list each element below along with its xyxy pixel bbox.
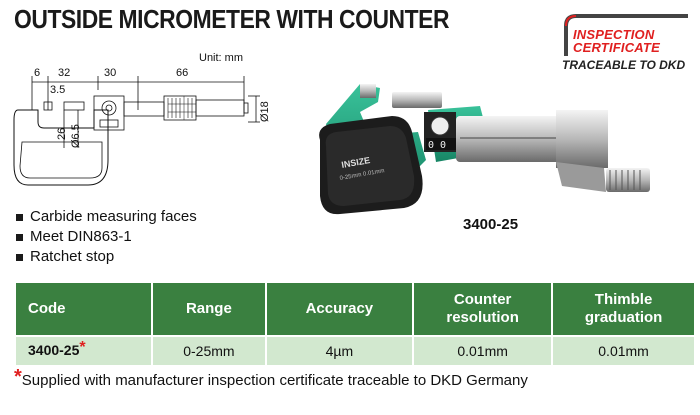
feature-text: Carbide measuring faces: [30, 208, 197, 225]
footnote: *Supplied with manufacturer inspection c…: [14, 366, 528, 395]
inspection-certificate-badge: INSPECTION CERTIFICATE TRACEABLE TO DKD: [556, 12, 696, 72]
certificate-frame-icon: [564, 14, 688, 56]
cell-accuracy: 4µm: [265, 335, 415, 365]
dim-26: 26: [56, 127, 68, 140]
micrometer-photo: 0 0 INSIZE 0-25mm 0.01mm: [319, 84, 650, 215]
feature-text: Ratchet stop: [30, 248, 115, 265]
dim-66: 66: [176, 67, 189, 79]
bullet-icon: [16, 254, 23, 261]
cell-counter-resolution: 0.01mm: [413, 335, 554, 365]
cell-range: 0-25mm: [152, 335, 267, 365]
asterisk-icon: *: [79, 339, 86, 356]
bullet-icon: [16, 234, 23, 241]
dim-3-5: 3.5: [50, 84, 66, 96]
header-accuracy: Accuracy: [265, 283, 415, 336]
feature-text: Meet DIN863-1: [30, 228, 132, 245]
feature-item: Meet DIN863-1: [14, 227, 197, 247]
dim-30: 30: [104, 67, 117, 79]
feature-item: Ratchet stop: [14, 247, 197, 267]
footnote-text: Supplied with manufacturer inspection ce…: [21, 372, 528, 389]
certificate-line-2: CERTIFICATE: [573, 40, 660, 55]
brand-logo: INSIZE: [341, 155, 371, 170]
bullet-icon: [16, 214, 23, 221]
dim-6-5: Ø6.5: [70, 124, 82, 148]
model-number: 3400-25: [463, 216, 519, 233]
certificate-line-1: INSPECTION: [573, 27, 655, 42]
dim-18: Ø18: [259, 101, 271, 122]
dim-32: 32: [58, 67, 71, 79]
feature-list: Carbide measuring faces Meet DIN863-1 Ra…: [14, 207, 197, 267]
dimension-drawing: [13, 76, 260, 186]
cell-thimble-graduation: 0.01mm: [552, 335, 694, 365]
cell-code: 3400-25*: [16, 335, 154, 365]
header-code: Code: [16, 283, 154, 336]
dim-6: 6: [34, 67, 41, 79]
feature-item: Carbide measuring faces: [14, 207, 197, 227]
header-range: Range: [152, 283, 267, 336]
unit-label: Unit: mm: [199, 52, 243, 64]
svg-text:0 0: 0 0: [428, 140, 446, 151]
certificate-line-3: TRACEABLE TO DKD: [562, 58, 686, 72]
page-title: OUTSIDE MICROMETER WITH COUNTER: [14, 4, 450, 34]
table-row: 3400-25* 0-25mm 4µm 0.01mm 0.01mm: [16, 335, 694, 365]
footnote-asterisk-icon: *: [14, 366, 22, 388]
